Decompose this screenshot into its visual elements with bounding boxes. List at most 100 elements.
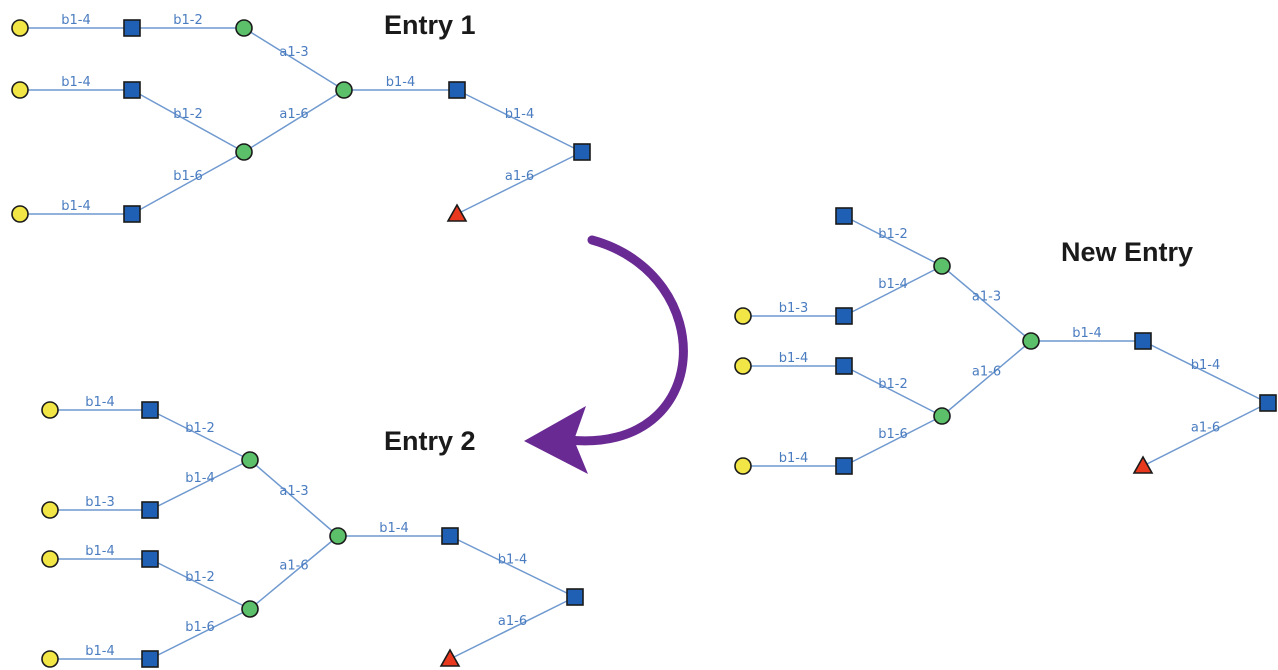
new-entry-bond-label-11: a1-6 [1191, 421, 1220, 436]
new-entry-glcnac-square-icon [835, 307, 853, 325]
new-entry-bond-label-8: a1-6 [972, 365, 1001, 380]
entry2-bond-6 [149, 558, 251, 610]
entry-1-title: Entry 1 [384, 10, 476, 40]
entry1-glcnac-square-icon [123, 205, 141, 223]
entry2-bond-label-7: b1-4 [85, 644, 115, 659]
entry1-bond-label-1: b1-2 [173, 13, 203, 28]
entry2-glcnac-square-icon [141, 401, 159, 419]
new-entry-bond-label-0: b1-2 [878, 227, 908, 242]
entry1-bond-label-7: a1-6 [279, 107, 308, 122]
new-entry-bond-label-10: b1-4 [1191, 358, 1221, 373]
entry2-galactose-circle-icon [41, 550, 59, 568]
new-entry-glcnac-square-icon [835, 457, 853, 475]
new-entry-glcnac-square-icon [1134, 332, 1152, 350]
entry2-bond-12 [449, 596, 576, 660]
entry1-bond-label-5: b1-4 [61, 199, 91, 214]
entry2-mannose-circle-icon [241, 451, 259, 469]
entry2-bond-label-5: b1-4 [85, 544, 115, 559]
entry1-glcnac-square-icon [123, 19, 141, 37]
new-entry-title: New Entry [1061, 237, 1194, 267]
new-entry-bond-8 [941, 340, 1032, 417]
new-entry-glcnac-square-icon [1259, 394, 1277, 412]
new-entry-bond-3 [941, 265, 1032, 342]
entry1-glcnac-square-icon [123, 81, 141, 99]
entry1-bond-label-6: b1-6 [173, 169, 203, 184]
entry2-bond-label-9: a1-6 [279, 559, 308, 574]
entry2-bond-9 [249, 535, 339, 610]
entry2-glcnac-square-icon [566, 588, 584, 606]
entry2-bond-label-6: b1-2 [185, 570, 215, 585]
entry1-bond-2 [243, 27, 345, 91]
entry2-bond-label-12: a1-6 [498, 614, 527, 629]
new-entry-bond-11 [1142, 402, 1269, 467]
entry2-mannose-circle-icon [329, 527, 347, 545]
new-entry-bond-0 [843, 215, 943, 267]
new-entry-mannose-circle-icon [933, 257, 951, 275]
entry2-bond-label-11: b1-4 [498, 553, 528, 568]
entry2-glcnac-square-icon [141, 550, 159, 568]
entry1-bond-6 [131, 151, 245, 215]
entry2-glcnac-square-icon [441, 527, 459, 545]
new-entry-galactose-circle-icon [734, 307, 752, 325]
entry1-bond-label-4: b1-2 [173, 107, 203, 122]
entry2-bond-11 [449, 535, 576, 598]
entry1-bond-10 [456, 151, 583, 215]
new-entry-bond-label-2: b1-4 [878, 277, 908, 292]
new-entry-bond-label-5: b1-2 [878, 377, 908, 392]
new-entry-mannose-circle-icon [933, 407, 951, 425]
entry-2-title: Entry 2 [384, 426, 476, 456]
entry1-glcnac-square-icon [573, 143, 591, 161]
entry2-bond-label-0: b1-4 [85, 395, 115, 410]
entry2-bond-3 [149, 459, 251, 511]
entry2-bond-8 [149, 608, 251, 660]
entry1-mannose-circle-icon [335, 81, 353, 99]
transition-arrow [524, 235, 688, 474]
new-entry-bond-label-6: b1-4 [779, 451, 809, 466]
entry2-bond-label-4: a1-3 [279, 484, 308, 499]
entry1-bond-label-2: a1-3 [279, 45, 308, 60]
new-entry-bond-2 [843, 265, 943, 317]
entry2-galactose-circle-icon [41, 401, 59, 419]
entry1-structure: b1-4 b1-2 a1-3 b1-4 b1-2 b1-4 b1-6 a1-6 b1-4 b1-4… [11, 13, 591, 223]
new-entry-galactose-circle-icon [734, 457, 752, 475]
entry2-mannose-circle-icon [241, 600, 259, 618]
entry2-galactose-circle-icon [41, 650, 59, 668]
entry1-bond-label-3: b1-4 [61, 75, 91, 90]
new-entry-bond-label-3: a1-3 [972, 290, 1001, 305]
entry2-bond-1 [149, 409, 251, 461]
entry2-bond-4 [249, 459, 339, 537]
new-entry-bond-10 [1142, 340, 1269, 404]
entry2-glcnac-square-icon [141, 650, 159, 668]
entry2-bond-label-10: b1-4 [379, 521, 409, 536]
entry1-bond-label-10: a1-6 [505, 169, 534, 184]
entry1-galactose-circle-icon [11, 19, 29, 37]
entry2-glcnac-square-icon [141, 501, 159, 519]
entry1-bond-label-0: b1-4 [61, 13, 91, 28]
new-entry-bond-label-7: b1-6 [878, 427, 908, 442]
entry2-galactose-circle-icon [41, 501, 59, 519]
new-entry-galactose-circle-icon [734, 357, 752, 375]
entry2-bond-label-8: b1-6 [185, 620, 215, 635]
entry1-bond-label-9: b1-4 [505, 107, 535, 122]
new-entry-structure: b1-2 b1-3 b1-4 a1-3 b1-4 b1-2 b1-4 b1-6 a1-6 b1-4… [734, 207, 1277, 475]
entry1-galactose-circle-icon [11, 81, 29, 99]
new-entry-bond-label-9: b1-4 [1072, 326, 1102, 341]
entry1-bond-label-8: b1-4 [386, 75, 416, 90]
new-entry-bond-5 [843, 365, 943, 417]
entry2-bond-label-2: b1-3 [85, 495, 115, 510]
new-entry-bond-label-4: b1-4 [779, 351, 809, 366]
entry2-bond-label-1: b1-2 [185, 421, 215, 436]
entry1-bond-9 [456, 89, 583, 153]
new-entry-fucose-triangle-icon [1132, 455, 1154, 474]
entry2-structure: b1-4 b1-2 b1-3 b1-4 a1-3 b1-4 b1-2 b1-4 b1-6 a1-6… [41, 395, 584, 668]
entry1-mannose-circle-icon [235, 143, 253, 161]
entry2-fucose-triangle-icon [439, 648, 461, 667]
entry1-bond-7 [243, 89, 345, 153]
new-entry-bond-7 [843, 415, 943, 467]
entry1-bond-4 [131, 89, 245, 153]
new-entry-mannose-circle-icon [1022, 332, 1040, 350]
entry1-galactose-circle-icon [11, 205, 29, 223]
entry1-fucose-triangle-icon [446, 203, 468, 222]
new-entry-bond-label-1: b1-3 [779, 301, 809, 316]
